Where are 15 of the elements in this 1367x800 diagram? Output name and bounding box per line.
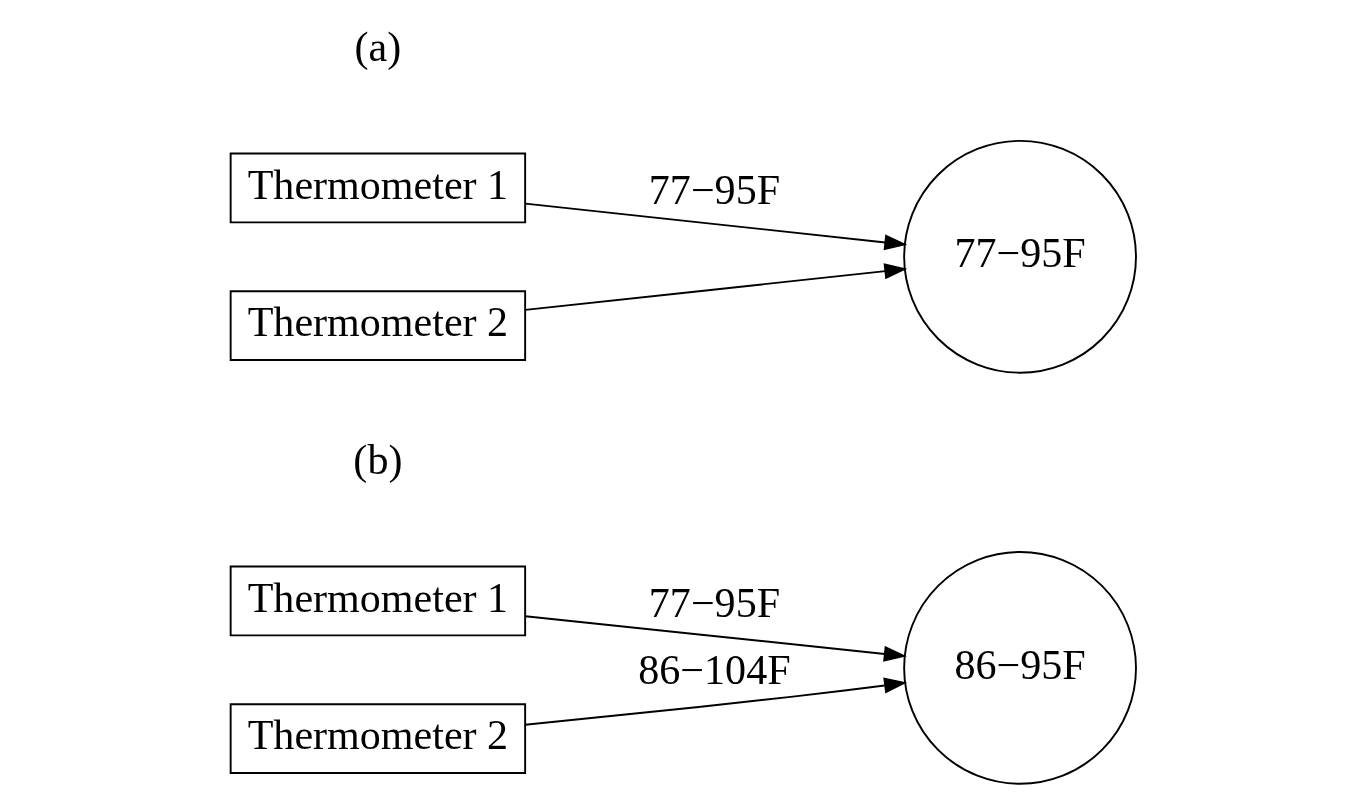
node-circle: 77−95F	[903, 139, 1137, 374]
node-box: Thermometer 2	[229, 703, 527, 775]
arrow	[524, 677, 908, 726]
node-box: Thermometer 1	[229, 152, 527, 224]
edge-label: 77−95F	[648, 167, 781, 214]
label: (a)	[354, 23, 402, 70]
arrow	[524, 615, 907, 662]
label: (b)	[353, 437, 403, 483]
arrow	[524, 263, 908, 311]
edge-label: 77−95F	[648, 580, 781, 627]
arrow	[524, 202, 908, 251]
node-box: Thermometer 2	[229, 290, 527, 361]
node-box: Thermometer 1	[229, 565, 527, 637]
node-circle: 86−95F	[903, 551, 1137, 785]
edge-label: 86−104F	[638, 647, 791, 694]
